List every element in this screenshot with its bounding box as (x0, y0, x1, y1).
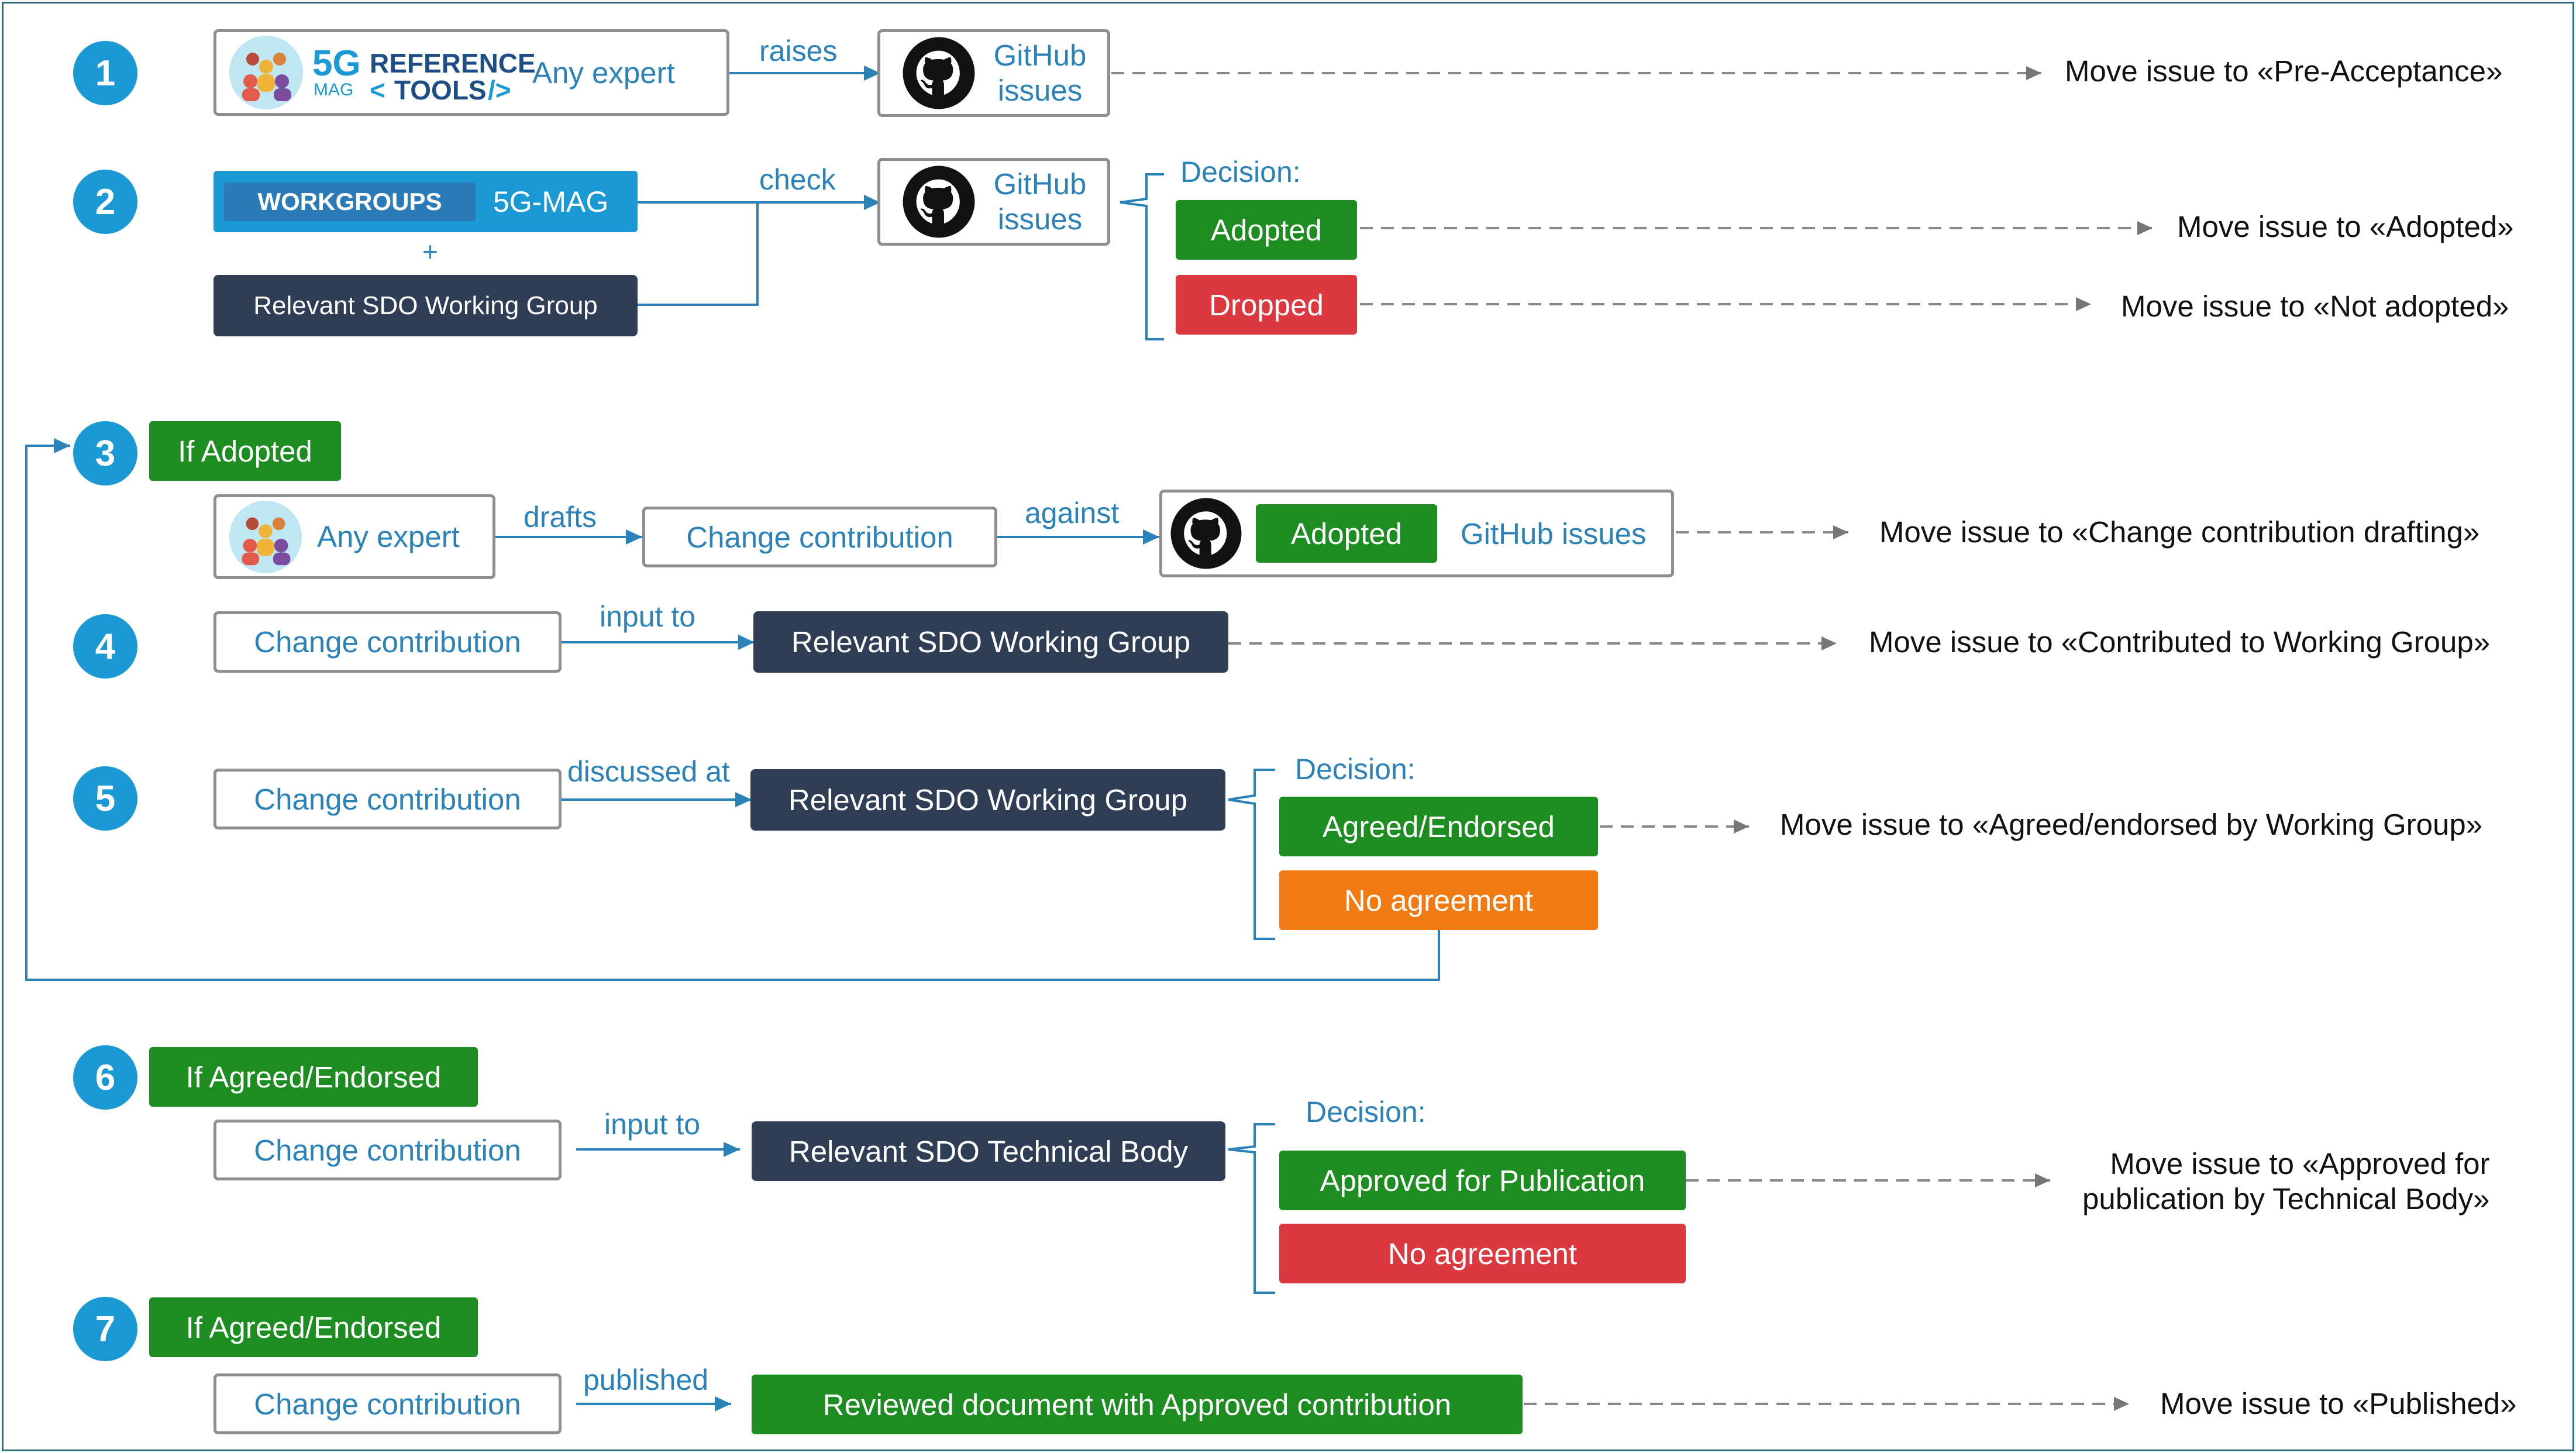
step-7-badge: 7 (73, 1297, 137, 1361)
line-sdo-join (636, 202, 759, 306)
any-expert-label: Any expert (532, 56, 675, 89)
move-contributed-wg: Move issue to «Contributed to Working Gr… (1869, 625, 2491, 659)
verb-discussed-at: discussed at (567, 755, 730, 788)
verb-input-to-6: input to (604, 1108, 701, 1141)
change-contribution-box-4: Change contribution (213, 611, 562, 673)
people-group-icon (229, 36, 303, 109)
step-2-badge: 2 (73, 170, 137, 234)
verb-drafts: drafts (524, 501, 597, 533)
move-not-adopted: Move issue to «Not adopted» (2121, 290, 2509, 323)
decision-label-6: Decision: (1306, 1096, 1426, 1128)
decision-label-2: Decision: (1180, 156, 1301, 188)
step-6-badge: 6 (73, 1045, 137, 1110)
verb-published: published (583, 1364, 709, 1396)
decision-label-5: Decision: (1295, 753, 1416, 786)
step-4-badge: 4 (73, 614, 137, 679)
step-1-badge: 1 (73, 41, 137, 105)
reference-tools-logo: 5G MAG REFERENCE < TOOLS /> (312, 35, 536, 111)
issues-label: issues (997, 202, 1083, 236)
verb-input-to-4: input to (600, 600, 696, 633)
agreed-endorsed-badge: Agreed/Endorsed (1279, 797, 1598, 856)
github-issues-box-2: GitHub issues (877, 158, 1110, 246)
move-change-drafting: Move issue to «Change contribution draft… (1879, 515, 2480, 549)
adopted-badge-3: Adopted (1256, 504, 1437, 563)
logo-reference: REFERENCE (370, 48, 536, 78)
move-approved-publication: Move issue to «Approved for publication … (2082, 1146, 2490, 1217)
logo-bracket-open: < (370, 75, 385, 105)
sdo-working-group-box-2: Relevant SDO Working Group (213, 275, 638, 336)
workgroups-label: WORKGROUPS (224, 182, 476, 221)
workgroups-5g-mag-box: WORKGROUPS 5G-MAG (213, 171, 638, 232)
move-adopted: Move issue to «Adopted» (2177, 210, 2514, 243)
move-agreed-wg: Move issue to «Agreed/endorsed by Workin… (1780, 808, 2483, 841)
sdo-working-group-box-5: Relevant SDO Working Group (750, 769, 1225, 831)
logo-mag: MAG (314, 80, 354, 99)
if-agreed-badge-6: If Agreed/Endorsed (149, 1047, 478, 1107)
loop-back-line (25, 438, 1440, 981)
fivegmag-label: 5G-MAG (493, 185, 609, 218)
step-5-badge: 5 (73, 766, 137, 831)
move-published: Move issue to «Published» (2160, 1387, 2517, 1420)
logo-bracket-close: /> (488, 75, 511, 105)
verb-against: against (1025, 497, 1120, 529)
step-3-badge: 3 (73, 421, 137, 486)
any-expert-label: Any expert (317, 520, 460, 553)
verb-raises: raises (759, 35, 838, 67)
verb-check: check (759, 163, 836, 196)
move-approved-line1: Move issue to «Approved for (2110, 1147, 2490, 1180)
any-expert-box-3: Any expert (213, 494, 495, 579)
change-contribution-box-6: Change contribution (213, 1120, 562, 1180)
github-icon (903, 166, 975, 238)
brace-decision-5 (1228, 769, 1275, 940)
github-issues-box-1: GitHub issues (877, 29, 1110, 117)
sdo-working-group-box-4: Relevant SDO Working Group (753, 611, 1228, 673)
people-group-icon (229, 500, 302, 573)
logo-5g: 5G (312, 43, 361, 84)
logo-tools: TOOLS (394, 75, 487, 105)
github-label: GitHub (993, 167, 1087, 201)
no-agreement-badge-5: No agreement (1279, 870, 1598, 930)
github-label: GitHub (993, 39, 1087, 72)
change-contribution-box-3: Change contribution (642, 507, 997, 567)
dropped-badge: Dropped (1176, 275, 1357, 335)
if-adopted-badge: If Adopted (149, 421, 341, 481)
reviewed-document-box: Reviewed document with Approved contribu… (752, 1375, 1523, 1434)
change-contribution-box-5: Change contribution (213, 769, 562, 829)
brace-decision-6 (1228, 1123, 1275, 1294)
move-approved-line2: publication by Technical Body» (2082, 1182, 2490, 1216)
reference-tools-expert-box: 5G MAG REFERENCE < TOOLS /> Any expert (213, 29, 729, 116)
plus-sign: + (422, 236, 438, 267)
issues-label: issues (997, 74, 1083, 107)
adopted-badge-2: Adopted (1176, 200, 1357, 260)
github-icon (1170, 498, 1242, 569)
move-pre-acceptance: Move issue to «Pre-Acceptance» (2065, 54, 2503, 88)
approved-publication-badge: Approved for Publication (1279, 1151, 1686, 1210)
no-agreement-badge-6: No agreement (1279, 1224, 1686, 1283)
github-icon (903, 37, 975, 109)
if-agreed-badge-7: If Agreed/Endorsed (149, 1297, 478, 1357)
adopted-github-issues-box: Adopted GitHub issues (1159, 490, 1674, 577)
brace-decision-2 (1120, 173, 1164, 340)
github-issues-label: GitHub issues (1461, 517, 1647, 550)
change-contribution-box-7: Change contribution (213, 1373, 562, 1434)
sdo-technical-body-box: Relevant SDO Technical Body (752, 1121, 1225, 1181)
